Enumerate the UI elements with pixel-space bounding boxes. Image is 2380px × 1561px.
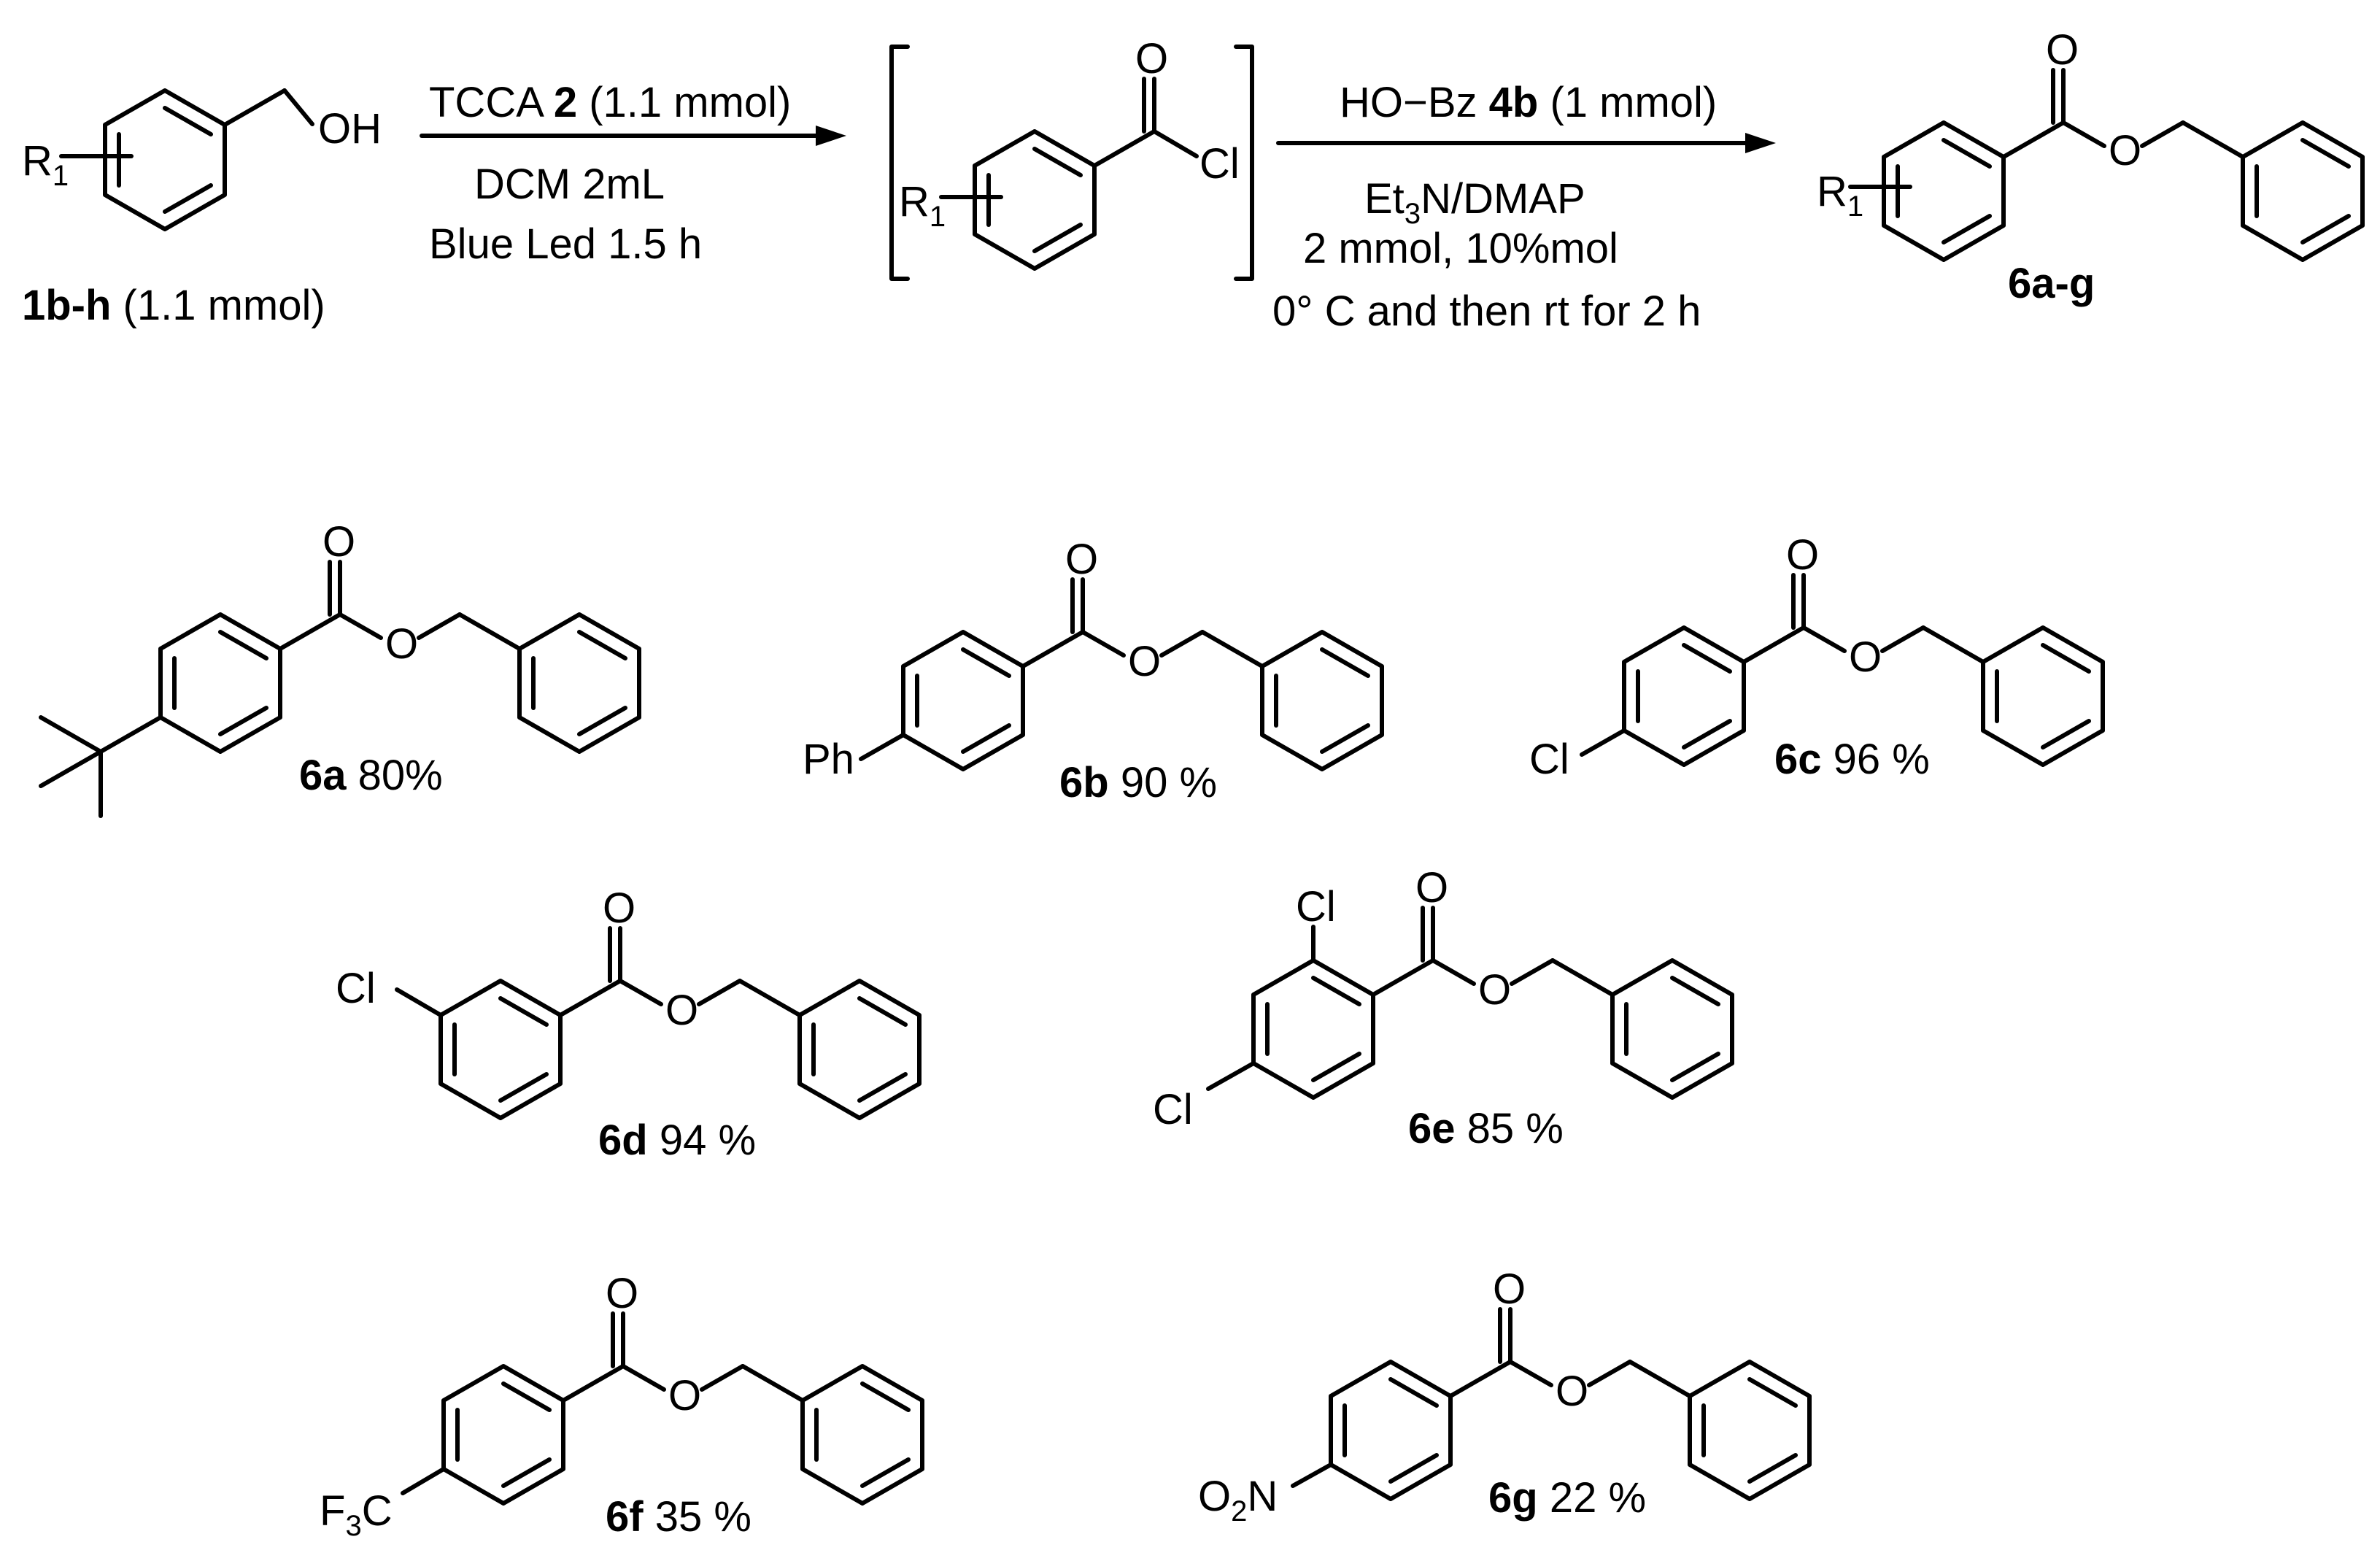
product-6e-label: 6e 85 %	[1408, 1105, 1564, 1152]
product-6g-structure: O2N O O	[1198, 1265, 1812, 1527]
starting-material-label: 1b-h (1.1 mmol)	[22, 282, 325, 329]
intermediate-structure: R1 O Cl	[899, 35, 1240, 271]
6e-chlorine-4-label: Cl	[1153, 1086, 1193, 1133]
6b-ester-oxygen: O	[1128, 638, 1161, 685]
arrow2-amounts: 2 mmol, 10%mol	[1303, 225, 1618, 272]
product-r1-label: R	[1817, 168, 1847, 215]
reaction-arrow-1	[420, 126, 846, 146]
svg-text:R1: R1	[899, 178, 946, 233]
svg-text:R1: R1	[1817, 168, 1863, 223]
6f-ester-oxygen: O	[668, 1372, 701, 1419]
6c-carbonyl-oxygen: O	[1786, 531, 1819, 579]
6c-ester-oxygen: O	[1849, 633, 1882, 681]
product-general-structure: R1 O O	[1817, 26, 2365, 262]
product-6f-label: 6f 35 %	[606, 1493, 752, 1541]
product-6g-label: 6g 22 %	[1488, 1474, 1646, 1522]
product-ester-oxygen: O	[2109, 127, 2141, 174]
6e-chlorine-2-label: Cl	[1296, 883, 1336, 930]
product-6d-label: 6d 94 %	[598, 1117, 756, 1164]
arrow1-solvent: DCM 2mL	[474, 161, 665, 208]
6b-phenyl-label: Ph	[803, 736, 854, 783]
product-6f-structure: F3C O O	[320, 1270, 924, 1542]
product-6b-label: 6b 90 %	[1059, 759, 1217, 806]
svg-text:R1: R1	[22, 137, 69, 192]
intermediate-oxygen: O	[1135, 35, 1168, 82]
6f-carbonyl-oxygen: O	[606, 1270, 638, 1317]
product-6a-label: 6a 80%	[299, 752, 443, 799]
6a-ester-oxygen: O	[385, 620, 418, 668]
6g-no2-label: O2N	[1198, 1473, 1278, 1527]
arrow2-base: Et3N/DMAP	[1364, 175, 1585, 230]
product-carbonyl-oxygen: O	[2046, 26, 2079, 74]
6d-ester-oxygen: O	[665, 987, 698, 1034]
arrow1-conditions: Blue Led 1.5 h	[429, 220, 702, 268]
reaction-arrow-2	[1276, 133, 1776, 153]
product-6c-label: 6c 96 %	[1774, 736, 1930, 783]
hydroxyl-label: OH	[318, 105, 382, 153]
6g-ester-oxygen: O	[1556, 1368, 1588, 1415]
intermediate-r1-label: R	[899, 178, 930, 226]
6d-chlorine-label: Cl	[336, 965, 376, 1012]
6c-chlorine-label: Cl	[1529, 736, 1569, 783]
arrow2-reagent: HO−Bz 4b (1 mmol)	[1340, 79, 1717, 126]
arrow1-reagent: TCCA 2 (1.1 mmol)	[429, 79, 791, 126]
starting-material-structure: R1 OH	[22, 88, 382, 231]
intermediate-bracket	[889, 45, 1254, 281]
6a-carbonyl-oxygen: O	[322, 518, 355, 566]
arrow2-temperature: 0° C and then rt for 2 h	[1272, 288, 1701, 335]
r1-label: R	[22, 137, 53, 185]
intermediate-chlorine: Cl	[1199, 140, 1240, 188]
6g-carbonyl-oxygen: O	[1493, 1265, 1526, 1313]
product-6a-structure: O O	[39, 518, 641, 818]
6f-cf3-label: F3C	[320, 1487, 393, 1542]
product-general-label: 6a-g	[2008, 260, 2095, 307]
6b-carbonyl-oxygen: O	[1065, 536, 1098, 583]
product-6d-structure: Cl O O	[336, 884, 922, 1120]
product-6c-structure: Cl O O	[1529, 531, 2105, 783]
product-6e-structure: Cl Cl O O	[1153, 864, 1734, 1133]
6e-ester-oxygen: O	[1478, 966, 1511, 1014]
6e-carbonyl-oxygen: O	[1415, 864, 1448, 911]
product-6b-structure: Ph O O	[803, 536, 1384, 783]
6d-carbonyl-oxygen: O	[603, 884, 635, 932]
